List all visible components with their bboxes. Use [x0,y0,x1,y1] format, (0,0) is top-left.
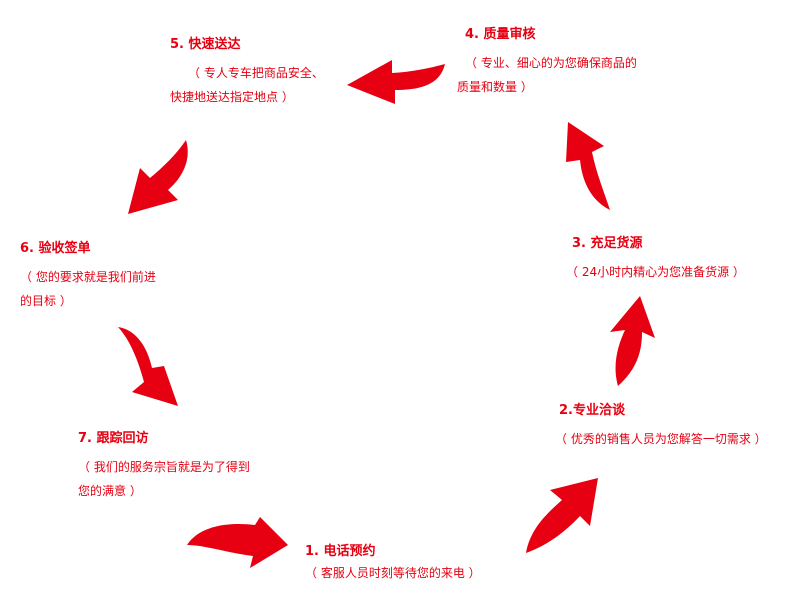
step-7-desc-line-1: （ 我们的服务宗旨就是为了得到 [78,460,250,474]
step-3-title: 3. 充足货源 [572,236,643,251]
step-4: 4. 质量审核 （ 专业、细心的为您确保商品的 质量和数量 ） [457,18,637,99]
step-1: 1. 电话预约 （ 客服人员时刻等待您的来电 ） [305,538,481,580]
arrow-5-to-6 [128,140,188,214]
step-7: 7. 跟踪回访 （ 我们的服务宗旨就是为了得到 您的满意 ） [78,422,250,503]
step-1-desc-line-1: （ 客服人员时刻等待您的来电 ） [305,566,481,580]
step-6-desc-line-2: 的目标 ） [20,294,72,308]
step-7-desc-line-2: 您的满意 ） [78,484,142,498]
step-6: 6. 验收签单 （ 您的要求就是我们前进 的目标 ） [20,232,156,313]
step-7-title: 7. 跟踪回访 [78,431,149,446]
step-5-desc-line-1: （ 专人专车把商品安全、 [188,66,324,80]
arrow-2-to-3 [610,296,655,386]
step-4-title: 4. 质量审核 [465,27,536,42]
step-2: 2.专业洽谈 （ 优秀的销售人员为您解答一切需求 ） [555,394,767,451]
step-2-title: 2.专业洽谈 [559,403,625,418]
arrow-6-to-7 [118,327,178,406]
step-2-desc-line-1: （ 优秀的销售人员为您解答一切需求 ） [555,432,767,446]
arrow-4-to-5 [347,60,445,104]
step-6-title: 6. 验收签单 [20,241,91,256]
step-6-desc-line-1: （ 您的要求就是我们前进 [20,270,156,284]
step-1-title: 1. 电话预约 [305,544,376,559]
arrow-3-to-4 [566,122,610,210]
step-3: 3. 充足货源 （ 24小时内精心为您准备货源 ） [566,227,745,284]
step-3-desc-line-1: （ 24小时内精心为您准备货源 ） [566,265,745,279]
arrow-1-to-2 [526,478,598,553]
step-4-desc-line-2: 质量和数量 ） [457,80,533,94]
step-5-desc-line-2: 快捷地送达指定地点 ） [170,90,294,104]
step-5-title: 5. 快速送达 [170,37,241,52]
step-4-desc-line-1: （ 专业、细心的为您确保商品的 [465,56,637,70]
arrow-7-to-1 [187,517,288,568]
step-5: 5. 快速送达 （ 专人专车把商品安全、 快捷地送达指定地点 ） [170,28,324,109]
